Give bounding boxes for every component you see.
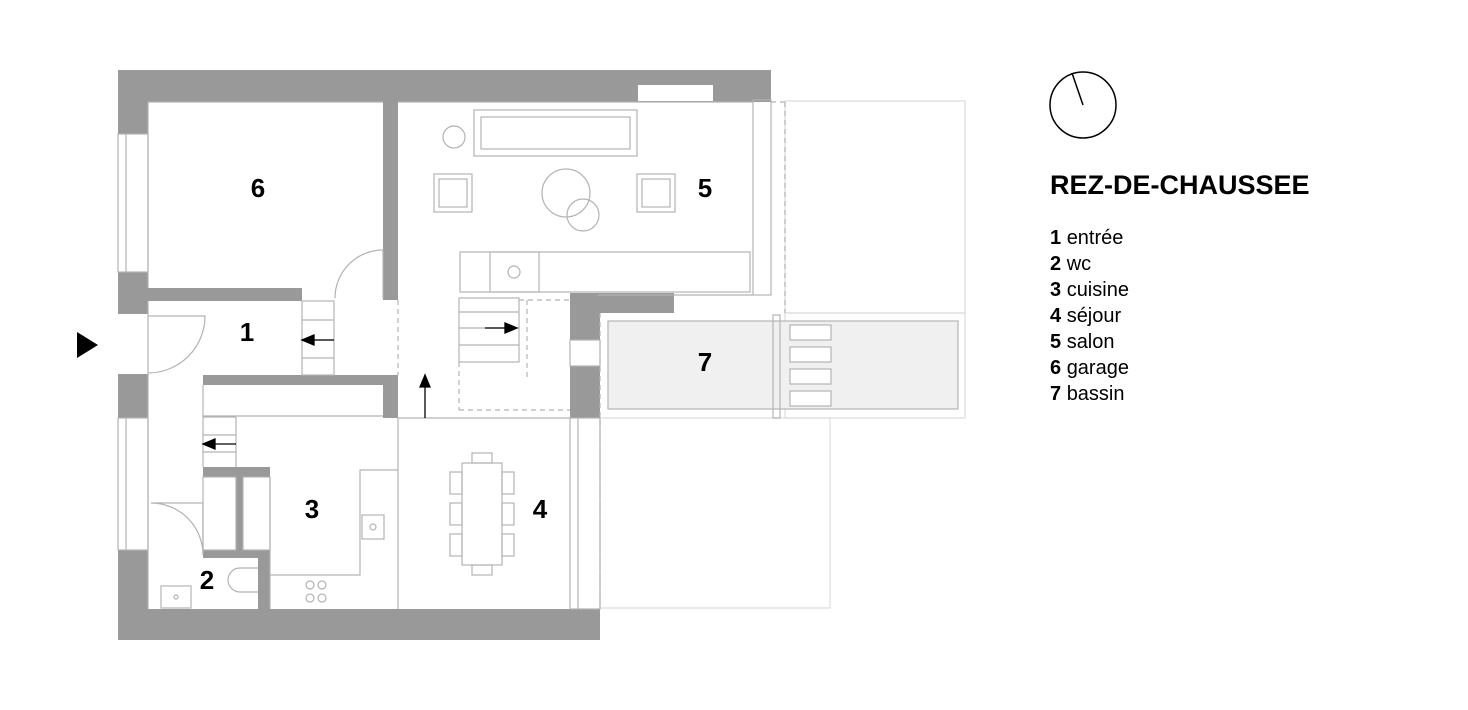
- storage-units: [202, 476, 271, 551]
- legend-item: 6 garage: [1050, 357, 1129, 379]
- legend-item: 3 cuisine: [1050, 279, 1129, 301]
- walls: [118, 70, 771, 640]
- interior-lines: [147, 101, 786, 609]
- room-legend-list: 1 entrée 2 wc 3 cuisine 4 séjour 5 salon…: [1050, 225, 1310, 407]
- pool: [607, 314, 959, 419]
- wc-fixtures: [160, 567, 258, 609]
- room-number-6: 6: [251, 173, 265, 203]
- room-number-3: 3: [305, 494, 319, 524]
- room-number-1: 1: [240, 317, 254, 347]
- staircase: [203, 297, 570, 467]
- legend-item: 5 salon: [1050, 331, 1115, 353]
- entrance-arrow-icon: [77, 332, 98, 358]
- stair-arrows: [201, 322, 519, 450]
- kitchen-furniture: [269, 469, 398, 609]
- legend-item: 4 séjour: [1050, 305, 1122, 327]
- legend: REZ-DE-CHAUSSEE 1 entrée 2 wc 3 cuisine …: [1050, 170, 1310, 407]
- room-number-2: 2: [200, 565, 214, 595]
- north-compass-icon: [1049, 71, 1117, 139]
- room-number-5: 5: [698, 173, 712, 203]
- salon-furniture: [433, 109, 751, 293]
- plan-title: REZ-DE-CHAUSSEE: [1050, 170, 1310, 200]
- legend-item: 2 wc: [1050, 253, 1092, 275]
- legend-item: 1 entrée: [1050, 227, 1124, 249]
- room-number-4: 4: [533, 494, 548, 524]
- terrace-outlines: [599, 100, 966, 609]
- legend-item: 7 bassin: [1050, 383, 1125, 405]
- room-number-7: 7: [698, 347, 712, 377]
- dining-table: [449, 452, 515, 576]
- floor-plan: 6 5 1 7 3 4 2: [77, 70, 966, 640]
